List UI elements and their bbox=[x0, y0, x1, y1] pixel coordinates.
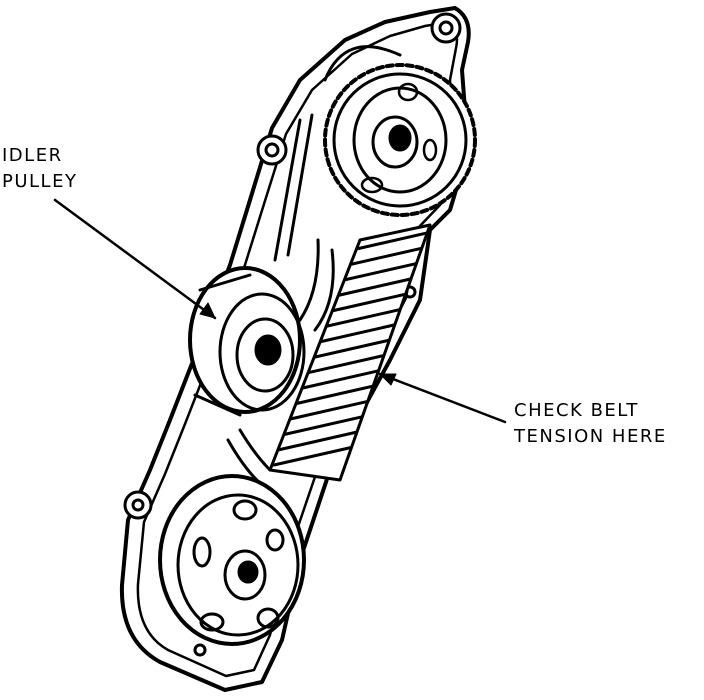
idler-pulley bbox=[188, 266, 306, 417]
belt-tension-leader bbox=[378, 372, 507, 424]
callout-leader-lines bbox=[53, 198, 507, 424]
idler-pulley-label-line1: IDLER bbox=[2, 145, 63, 166]
belt-tension-label-line2: TENSION HERE bbox=[514, 426, 667, 447]
idler-pulley-leader bbox=[53, 198, 217, 320]
crankshaft-sprocket bbox=[158, 474, 306, 646]
idler-pulley-label: IDLER PULLEY bbox=[2, 143, 77, 195]
camshaft-sprocket bbox=[323, 63, 477, 217]
belt-tension-label: CHECK BELT TENSION HERE bbox=[514, 398, 667, 450]
mounting-ears bbox=[123, 12, 462, 657]
belt-tension-label-line1: CHECK BELT bbox=[514, 400, 639, 421]
idler-pulley-label-line2: PULLEY bbox=[2, 171, 78, 192]
